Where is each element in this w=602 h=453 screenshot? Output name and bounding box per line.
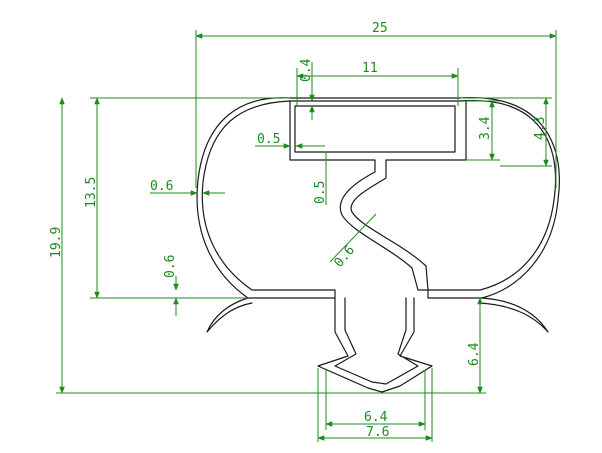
gasket-profile <box>196 97 560 393</box>
dimension-labels: 25 11 0.4 0.5 0.6 0.5 0.6 3.4 4.3 13.5 1… <box>49 21 548 440</box>
magnet-channel-outer <box>289 100 467 291</box>
label-top-lip: 0.4 <box>299 58 314 82</box>
label-base-wall: 0.6 <box>163 255 178 278</box>
label-outer-wall: 0.6 <box>150 179 173 194</box>
label-dart-inner-width: 6.4 <box>364 410 388 425</box>
label-bellows: 0.6 <box>332 243 359 271</box>
label-channel-width: 11 <box>362 61 378 76</box>
label-bulb-height: 13.5 <box>84 177 99 208</box>
right-flap <box>479 297 549 333</box>
label-neck: 0.5 <box>313 181 328 204</box>
label-channel-wall: 0.5 <box>257 132 280 147</box>
dart-anchor <box>317 297 433 393</box>
left-flap <box>206 297 253 333</box>
label-dart-depth: 6.4 <box>467 342 482 366</box>
label-overall-width: 25 <box>372 21 388 36</box>
magnet-channel-inner <box>294 105 456 153</box>
label-bulb-upper: 4.3 <box>533 117 548 140</box>
label-dart-outer-width: 7.6 <box>366 425 389 440</box>
bulb-outer-wall <box>196 97 560 299</box>
label-overall-height: 19.9 <box>49 227 64 258</box>
label-channel-height: 3.4 <box>478 116 493 140</box>
dimension-lines <box>56 30 557 442</box>
